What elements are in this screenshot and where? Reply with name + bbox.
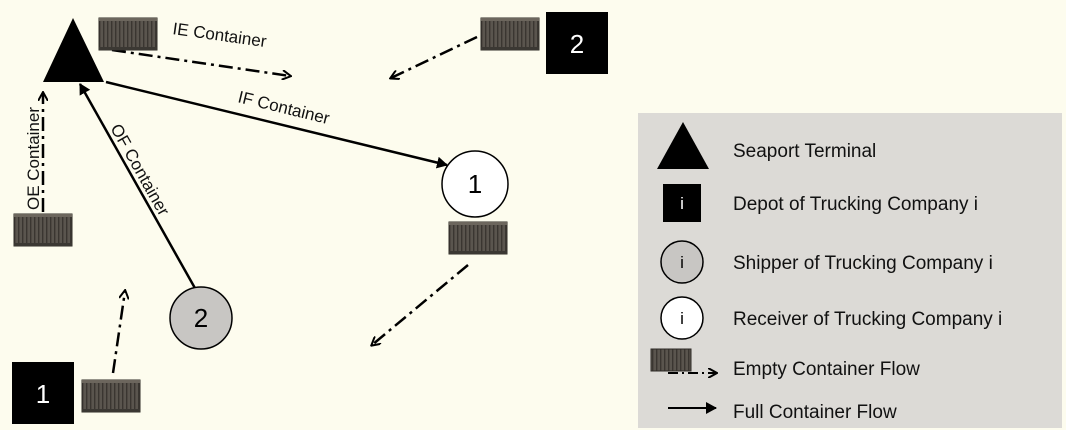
container-icon xyxy=(448,221,508,255)
container-icon xyxy=(98,17,158,51)
oe-container-label: OE Container xyxy=(24,107,43,210)
container-icon xyxy=(13,213,73,247)
if-container-label: IF Container xyxy=(236,87,332,128)
of-container-label: OF Container xyxy=(107,121,174,220)
seaport-triangle-icon xyxy=(43,18,104,82)
legend: Seaport Terminal i Depot of Trucking Com… xyxy=(638,113,1062,428)
legend-depot-icon xyxy=(663,184,701,222)
depot-1-label: 1 xyxy=(36,379,50,409)
ie-container-label: IE Container xyxy=(171,19,268,51)
legend-shipper-icon xyxy=(660,240,704,284)
of-container-arrow xyxy=(78,83,198,291)
receiver-1-label: 1 xyxy=(468,169,482,199)
legend-depot-letter: i xyxy=(680,194,684,213)
receiver-1-node xyxy=(441,150,509,218)
ie-container-arrow xyxy=(111,48,290,76)
container-icon xyxy=(480,17,540,51)
receiver-1-empty-arrow xyxy=(372,264,469,345)
depot-2-empty-arrow xyxy=(391,35,478,78)
legend-item-empty-flow: Empty Container Flow xyxy=(733,359,920,380)
legend-item-full-flow: Full Container Flow xyxy=(733,402,897,423)
legend-shipper-letter: i xyxy=(680,253,684,272)
legend-item-depot: Depot of Trucking Company i xyxy=(733,194,978,215)
depot-2-box xyxy=(546,12,608,74)
depot-1-box xyxy=(12,362,74,424)
depot-2-label: 2 xyxy=(570,29,584,59)
shipper-2-label: 2 xyxy=(194,303,208,333)
legend-seaport-icon xyxy=(657,122,709,169)
shipper-2-node xyxy=(169,286,233,350)
legend-item-shipper: Shipper of Trucking Company i xyxy=(733,253,993,274)
legend-item-receiver: Receiver of Trucking Company i xyxy=(733,309,1002,330)
depot-1-empty-arrow xyxy=(111,291,125,374)
legend-receiver-letter: i xyxy=(680,309,684,328)
legend-empty-flow-icon xyxy=(650,348,716,373)
if-container-arrow xyxy=(105,80,448,169)
container-icon xyxy=(81,379,141,413)
legend-item-seaport: Seaport Terminal xyxy=(733,141,876,162)
legend-receiver-icon xyxy=(660,296,704,340)
